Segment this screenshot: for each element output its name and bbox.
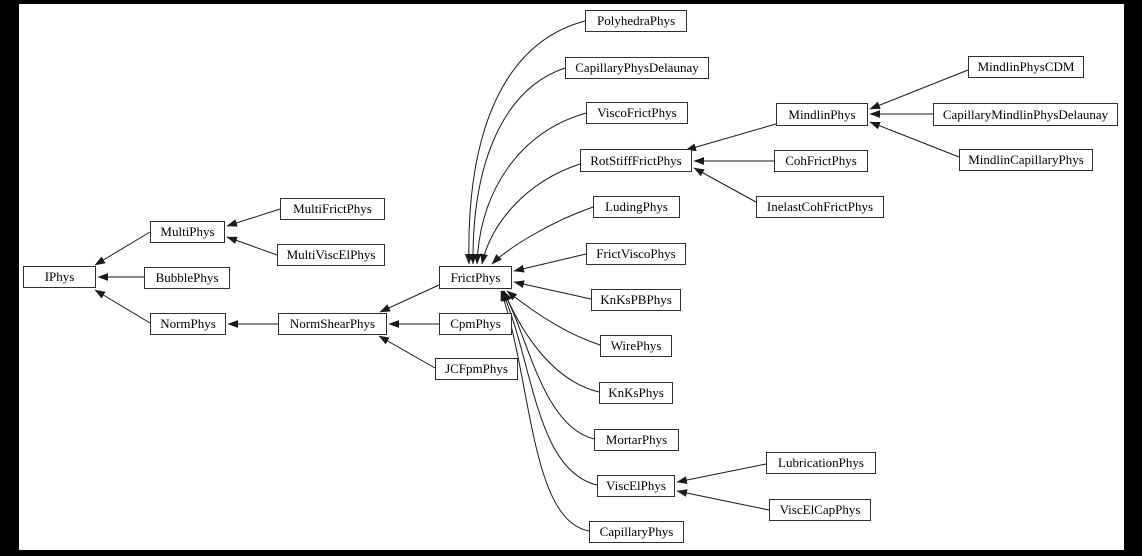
edge-mindlinphys-rotstifffrictphys bbox=[685, 123, 777, 151]
node-bubblephys[interactable]: BubblePhys bbox=[144, 267, 230, 289]
edge-mortarphys-frictphys bbox=[502, 290, 595, 440]
node-mindlincapillaryphys[interactable]: MindlinCapillaryPhys bbox=[959, 149, 1093, 171]
edge-viscelcapphys-viscelphys bbox=[676, 489, 770, 511]
node-frictviscophys[interactable]: FrictViscoPhys bbox=[586, 243, 686, 265]
edge-multiphys-iphys bbox=[94, 231, 151, 266]
edge-frictviscophys-frictphys bbox=[513, 253, 587, 273]
node-capillarymindlinphysdelaunay[interactable]: CapillaryMindlinPhysDelaunay bbox=[933, 103, 1118, 126]
edge-viscofrictphys-frictphys bbox=[473, 112, 587, 265]
node-viscelphys[interactable]: ViscElPhys bbox=[597, 475, 675, 497]
node-iphys[interactable]: IPhys bbox=[23, 266, 96, 288]
node-mortarphys[interactable]: MortarPhys bbox=[594, 429, 679, 451]
node-mindlinphys[interactable]: MindlinPhys bbox=[776, 103, 868, 126]
edge-normphys-iphys bbox=[94, 289, 151, 324]
node-jcfpmphys[interactable]: JCFpmPhys bbox=[435, 358, 518, 380]
edge-knkspbphys-frictphys bbox=[513, 280, 592, 300]
node-capillaryphys[interactable]: CapillaryPhys bbox=[589, 521, 684, 543]
node-cohfrictphys[interactable]: CohFrictPhys bbox=[774, 150, 868, 172]
edge-knksphys-frictphys bbox=[503, 290, 600, 393]
edge-polyhedraphys-frictphys bbox=[464, 20, 586, 265]
node-rotstifffrictphys[interactable]: RotStiffFrictPhys bbox=[580, 149, 692, 172]
node-knkspbphys[interactable]: KnKsPBPhys bbox=[591, 289, 681, 311]
node-multifrictphys[interactable]: MultiFrictPhys bbox=[280, 198, 385, 220]
node-viscofrictphys[interactable]: ViscoFrictPhys bbox=[586, 102, 688, 124]
node-polyhedraphys[interactable]: PolyhedraPhys bbox=[585, 10, 687, 32]
node-viscelcapphys[interactable]: ViscElCapPhys bbox=[769, 499, 871, 521]
node-knksphys[interactable]: KnKsPhys bbox=[599, 382, 673, 404]
node-inelastcohfrictphys[interactable]: InelastCohFrictPhys bbox=[756, 196, 884, 218]
edge-ludingphys-frictphys bbox=[491, 206, 594, 265]
edge-multifrictphys-multiphys bbox=[226, 208, 281, 227]
node-normshearphys[interactable]: NormShearPhys bbox=[278, 313, 387, 335]
node-wirephys[interactable]: WirePhys bbox=[600, 335, 672, 357]
edge-mindlinphyscdm-mindlinphys bbox=[869, 69, 969, 110]
edge-rotstifffrictphys-frictphys bbox=[480, 163, 581, 265]
node-multiphys[interactable]: MultiPhys bbox=[150, 221, 225, 243]
edge-frictphys-normshearphys bbox=[379, 284, 440, 313]
edge-wirephys-frictphys bbox=[506, 290, 601, 346]
edge-jcfpmphys-normshearphys bbox=[378, 335, 436, 369]
edge-multiviscelphys-multiphys bbox=[226, 236, 278, 256]
node-normphys[interactable]: NormPhys bbox=[150, 313, 226, 335]
node-ludingphys[interactable]: LudingPhys bbox=[593, 196, 680, 218]
node-frictphys[interactable]: FrictPhys bbox=[439, 266, 512, 289]
node-capillaryphysdelaunay[interactable]: CapillaryPhysDelaunay bbox=[565, 57, 709, 79]
edge-capillaryphysdelaunay-frictphys bbox=[469, 67, 566, 265]
edge-inelastcohfrictphys-rotstifffrictphys bbox=[693, 167, 757, 203]
node-mindlinphyscdm[interactable]: MindlinPhysCDM bbox=[968, 56, 1084, 78]
edge-lubricationphys-viscelphys bbox=[676, 463, 767, 484]
node-multiviscelphys[interactable]: MultiViscElPhys bbox=[277, 244, 385, 266]
edge-mindlincapillaryphys-mindlinphys bbox=[869, 121, 960, 158]
edge-capillaryphys-frictphys bbox=[500, 290, 590, 532]
edge-viscelphys-frictphys bbox=[501, 290, 598, 486]
node-cpmphys[interactable]: CpmPhys bbox=[439, 313, 512, 335]
node-lubricationphys[interactable]: LubricationPhys bbox=[766, 452, 876, 474]
